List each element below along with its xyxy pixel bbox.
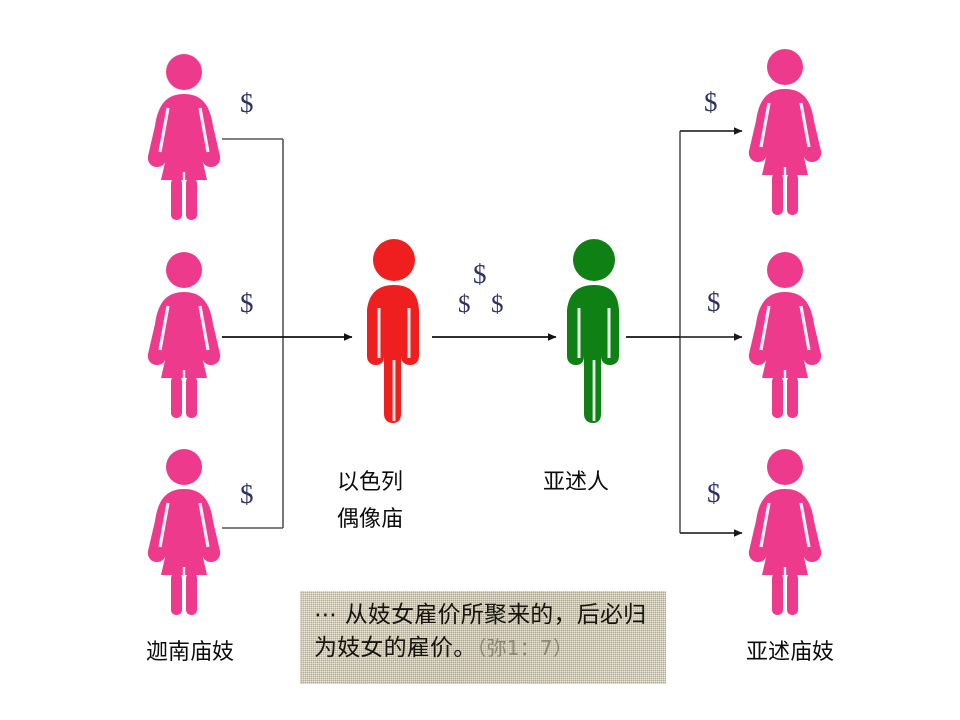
female-figure-icon (748, 449, 822, 615)
assyrian-prostitute-figure-1 (744, 47, 826, 215)
scripture-reference: （弥1：7） (476, 635, 574, 660)
canaan-prostitute-figure-2 (143, 250, 225, 418)
israel-temple-figure (352, 238, 436, 424)
label-israel-temple-line1: 以色列 (337, 470, 404, 495)
scripture-caption-text: ⋯ 从妓女雇价所聚来的，后必归为妓女的雇价。 (314, 602, 647, 661)
female-figure-icon (147, 54, 221, 220)
label-canaan-prostitutes: 迦南庙妓 (145, 640, 234, 665)
male-figure-icon (567, 239, 619, 423)
assyrian-prostitute-figure-2 (744, 250, 826, 418)
female-figure-icon (748, 49, 822, 215)
scripture-caption-box: ⋯ 从妓女雇价所聚来的，后必归为妓女的雇价。（弥1：7） (300, 591, 666, 684)
money-marker-right-1: $ (704, 87, 718, 117)
money-marker-left-1: $ (240, 88, 254, 118)
money-marker-center-top: $ (473, 259, 487, 289)
assyrian-man-figure (552, 238, 636, 424)
money-marker-left-2: $ (240, 288, 254, 318)
canaan-prostitute-figure-1 (143, 52, 225, 220)
male-figure-icon (367, 239, 419, 423)
label-assyrian-prostitutes: 亚述庙妓 (745, 640, 834, 665)
assyrian-prostitute-figure-3 (744, 447, 826, 615)
money-marker-right-2: $ (707, 287, 721, 317)
female-figure-icon (147, 449, 221, 615)
money-marker-left-3: $ (240, 479, 254, 509)
label-israel-temple-line2: 偶像庙 (337, 507, 404, 532)
left-bracket (222, 138, 284, 529)
label-assyrian-man: 亚述人 (543, 470, 610, 495)
money-marker-right-3: $ (707, 478, 721, 508)
money-marker-center-left: $ (458, 291, 471, 318)
female-figure-icon (147, 252, 221, 418)
money-marker-center-right: $ (491, 291, 504, 318)
canaan-prostitute-figure-3 (143, 447, 225, 615)
female-figure-icon (748, 252, 822, 418)
